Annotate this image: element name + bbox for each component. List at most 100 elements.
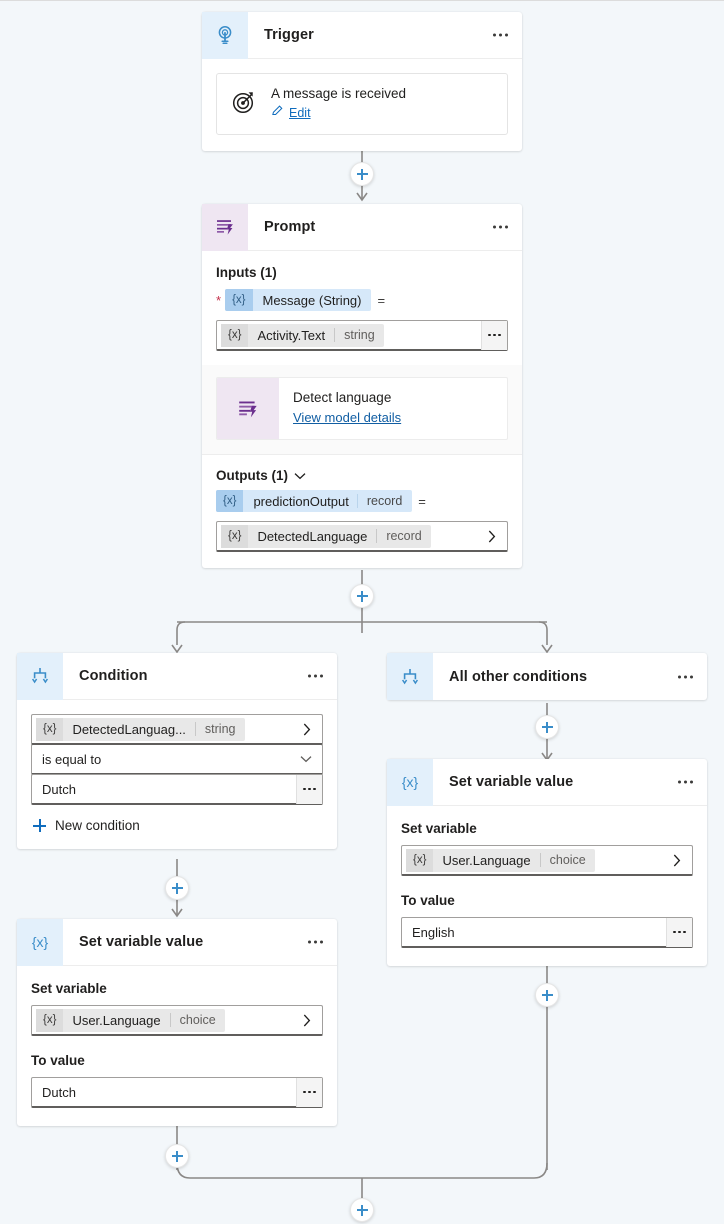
- prompt-header[interactable]: Prompt: [202, 203, 522, 251]
- condition-operator-value: is equal to: [42, 751, 102, 767]
- variable-icon: {x}: [216, 490, 244, 512]
- trigger-body: A message is received Edit: [202, 59, 522, 151]
- prompt-icon: [202, 203, 248, 251]
- add-step-button-allother-to-setvar[interactable]: [535, 715, 559, 739]
- trigger-bulb-icon: [202, 11, 248, 59]
- branch-icon: [17, 652, 63, 700]
- add-step-button-condition-to-setvar[interactable]: [165, 876, 189, 900]
- variable-icon: {x}: [17, 918, 63, 966]
- trigger-edit-link[interactable]: Edit: [289, 106, 311, 120]
- plus-icon: [33, 819, 46, 832]
- node-all-other-conditions[interactable]: All other conditions: [387, 653, 707, 700]
- prompt-input-value-name: Activity.Text: [257, 327, 326, 343]
- variable-icon: {x}: [36, 1008, 64, 1032]
- all-other-conditions-header[interactable]: All other conditions: [387, 653, 707, 700]
- condition-more-options-button[interactable]: [308, 674, 323, 678]
- target-icon: [231, 89, 257, 120]
- trigger-edit-row[interactable]: Edit: [271, 104, 406, 122]
- add-step-button-after-setvar-left[interactable]: [165, 1144, 189, 1168]
- prompt-output-token-row: {x} predictionOutput record =: [216, 490, 508, 512]
- variable-icon: {x}: [221, 323, 249, 347]
- chevron-down-icon[interactable]: [294, 472, 306, 480]
- prompt-more-options-button[interactable]: [493, 225, 508, 229]
- condition-header[interactable]: Condition: [17, 652, 337, 700]
- chevron-right-icon[interactable]: [488, 530, 507, 543]
- set-variable-right-variable-chip[interactable]: {x} User.Language choice: [406, 848, 595, 872]
- prompt-input-value-chip[interactable]: {x} Activity.Text string: [221, 323, 384, 347]
- condition-variable-chip[interactable]: {x} DetectedLanguag... string: [36, 717, 245, 741]
- set-variable-left-tovalue-text: Dutch: [42, 1084, 76, 1100]
- prompt-inputs-label: Inputs (1): [216, 265, 277, 280]
- set-variable-left-tovalue-field[interactable]: Dutch: [31, 1077, 323, 1108]
- new-condition-button[interactable]: New condition: [31, 818, 323, 833]
- trigger-more-options-button[interactable]: [493, 33, 508, 37]
- node-set-variable-value-right[interactable]: {x} Set variable value Set variable {x} …: [387, 758, 707, 966]
- condition-title: Condition: [79, 668, 148, 684]
- prompt-output-value-type: record: [376, 529, 430, 543]
- set-variable-left-label: Set variable: [31, 981, 107, 996]
- condition-variable-name: DetectedLanguag...: [72, 721, 186, 737]
- condition-body: {x} DetectedLanguag... string is equal t…: [17, 700, 337, 849]
- condition-variable-type: string: [194, 722, 245, 736]
- node-condition[interactable]: Condition {x} DetectedLanguag... string …: [17, 652, 337, 849]
- prompt-icon: [217, 378, 279, 439]
- set-variable-left-tovalue-more-button[interactable]: [296, 1077, 322, 1107]
- prompt-outputs-label-row[interactable]: Outputs (1): [216, 468, 508, 483]
- node-set-variable-value-left[interactable]: {x} Set variable value Set variable {x} …: [17, 918, 337, 1126]
- variable-icon: {x}: [406, 848, 434, 872]
- set-variable-left-title: Set variable value: [79, 934, 204, 950]
- chevron-down-icon[interactable]: [300, 755, 322, 763]
- set-variable-left-tovalue-label: To value: [31, 1053, 85, 1068]
- set-variable-left-variable-field[interactable]: {x} User.Language choice: [31, 1005, 323, 1036]
- view-model-details-link[interactable]: View model details: [293, 410, 402, 425]
- prompt-output-value-name: DetectedLanguage: [257, 528, 368, 544]
- set-variable-left-header[interactable]: {x} Set variable value: [17, 918, 337, 966]
- variable-icon: {x}: [36, 717, 64, 741]
- set-variable-left-variable-chip[interactable]: {x} User.Language choice: [36, 1008, 225, 1032]
- prompt-section-divider: [202, 454, 522, 455]
- set-variable-left-more-options-button[interactable]: [308, 940, 323, 944]
- trigger-title: Trigger: [264, 27, 314, 43]
- add-step-button-prompt-to-branch[interactable]: [350, 584, 374, 608]
- set-variable-right-variable-field[interactable]: {x} User.Language choice: [401, 845, 693, 876]
- trigger-header[interactable]: Trigger: [202, 11, 522, 59]
- prompt-input-token[interactable]: {x} Message (String): [225, 289, 372, 311]
- condition-value-field[interactable]: Dutch: [31, 774, 323, 805]
- chevron-right-icon[interactable]: [673, 854, 692, 867]
- add-step-button-trigger-to-prompt[interactable]: [350, 162, 374, 186]
- prompt-output-token[interactable]: {x} predictionOutput record: [216, 490, 413, 512]
- prompt-output-value-field[interactable]: {x} DetectedLanguage record: [216, 521, 508, 552]
- all-other-conditions-title: All other conditions: [449, 668, 588, 685]
- prompt-output-value-chip[interactable]: {x} DetectedLanguage record: [221, 524, 431, 548]
- add-step-button-after-setvar-right[interactable]: [535, 983, 559, 1007]
- chevron-right-icon[interactable]: [303, 723, 322, 736]
- condition-value-more-button[interactable]: [296, 774, 322, 804]
- prompt-model-card[interactable]: Detect language View model details: [216, 377, 508, 440]
- condition-variable-field[interactable]: {x} DetectedLanguag... string: [31, 714, 323, 745]
- trigger-event-title: A message is received: [271, 86, 407, 101]
- set-variable-right-header[interactable]: {x} Set variable value: [387, 758, 707, 806]
- node-trigger[interactable]: Trigger A message is received: [202, 11, 522, 151]
- prompt-input-value-more-button[interactable]: [481, 320, 507, 350]
- set-variable-left-variable-type: choice: [169, 1013, 225, 1027]
- condition-value-text: Dutch: [42, 781, 76, 797]
- variable-icon: {x}: [221, 524, 249, 548]
- required-asterisk: *: [216, 292, 222, 308]
- add-step-button-after-merge[interactable]: [350, 1198, 374, 1222]
- prompt-model-name: Detect language: [293, 390, 392, 405]
- prompt-model-text: Detect language View model details: [279, 378, 415, 439]
- set-variable-right-tovalue-more-button[interactable]: [666, 917, 692, 947]
- prompt-equals-sign: =: [377, 292, 386, 308]
- new-condition-label: New condition: [55, 818, 140, 833]
- condition-operator-dropdown[interactable]: is equal to: [31, 744, 323, 775]
- prompt-input-value-field[interactable]: {x} Activity.Text string: [216, 320, 508, 351]
- set-variable-right-tovalue-field[interactable]: English: [401, 917, 693, 948]
- set-variable-right-more-options-button[interactable]: [678, 780, 693, 784]
- chevron-right-icon[interactable]: [303, 1014, 322, 1027]
- prompt-title: Prompt: [264, 219, 316, 235]
- set-variable-left-variable-name: User.Language: [72, 1012, 161, 1028]
- trigger-event-card[interactable]: A message is received Edit: [216, 73, 508, 135]
- top-divider: [0, 0, 724, 1]
- all-other-conditions-more-options-button[interactable]: [678, 675, 693, 678]
- node-prompt[interactable]: Prompt Inputs (1) * {x} Message (String)…: [202, 203, 522, 568]
